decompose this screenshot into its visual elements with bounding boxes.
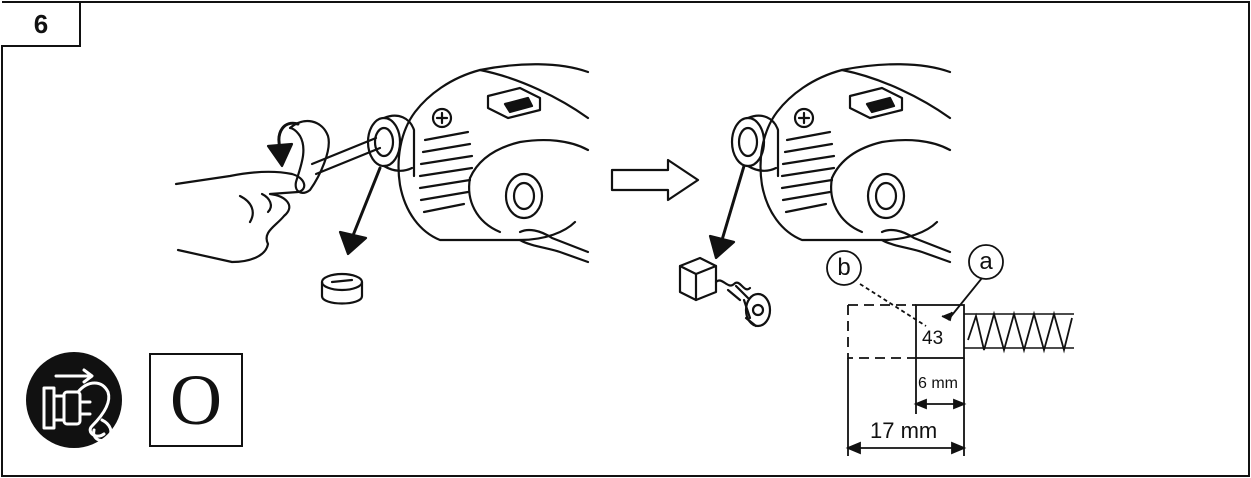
drill-right-illustration	[678, 63, 952, 328]
next-step-arrow	[610, 158, 700, 202]
dimension-new-length: 17 mm	[870, 418, 938, 443]
switch-off-symbol-box	[149, 353, 243, 447]
brush-wear-diagram	[826, 244, 1074, 456]
dimension-minimum-length: 6 mm	[918, 375, 958, 392]
switch-off-symbol: O	[170, 359, 222, 440]
step-number: 6	[33, 8, 49, 39]
callout-label-a: a	[979, 248, 993, 275]
unplug-before-service-icon	[26, 352, 122, 448]
drill-left-illustration	[174, 63, 590, 305]
callout-label-b: b	[837, 254, 851, 281]
brush-wear-mark: 43	[922, 328, 944, 349]
